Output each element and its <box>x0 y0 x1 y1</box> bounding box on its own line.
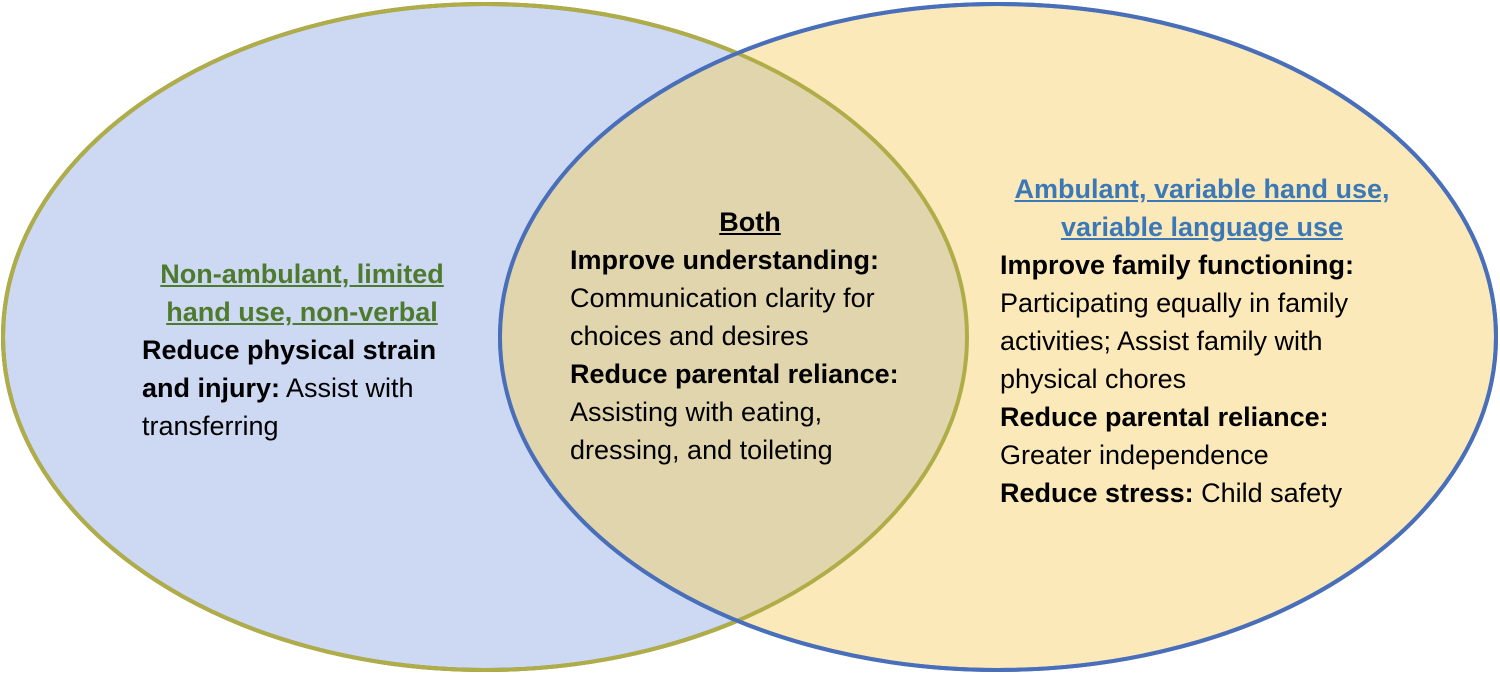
right-item-1-bold: Improve family functioning: <box>1000 250 1355 280</box>
left-item-1-text: Assist with transferring <box>142 373 414 441</box>
right-heading-line2: variable language use <box>1060 212 1344 242</box>
right-heading-line1: Ambulant, variable hand use, <box>1014 174 1390 204</box>
left-item-1: Reduce physical strain and injury: Assis… <box>142 331 462 445</box>
mid-item-2-text: Assisting with eating, dressing, and toi… <box>570 397 833 465</box>
right-item-3-text: Child safety <box>1193 478 1343 508</box>
right-circle-arc <box>498 2 1498 672</box>
mid-item-1-text: Communication clarity for choices and de… <box>570 283 875 351</box>
overlap-region <box>500 4 967 670</box>
right-set-text: Ambulant, variable hand use, variable la… <box>1000 170 1420 512</box>
right-item-2-bold: Reduce parental reliance: <box>1000 402 1329 432</box>
left-item-1-bold: Reduce physical strain and injury: <box>142 335 437 403</box>
right-item-2-text: Greater independence <box>1000 440 1269 470</box>
right-item-3-bold: Reduce stress: <box>1000 478 1194 508</box>
overlap-text: Both Improve understanding: Communicatio… <box>570 203 930 469</box>
mid-item-2-bold: Reduce parental reliance: <box>570 359 899 389</box>
left-circle-arc-in-overlap <box>1 2 969 672</box>
left-heading-line2: hand use, non-verbal <box>166 297 438 327</box>
left-set-text: Non-ambulant, limited hand use, non-verb… <box>142 255 462 445</box>
left-heading-line1: Non-ambulant, limited <box>160 259 444 289</box>
right-item-3: Reduce stress: Child safety <box>1000 474 1420 512</box>
left-set-heading: Non-ambulant, limited hand use, non-verb… <box>142 255 462 331</box>
right-set-heading: Ambulant, variable hand use, variable la… <box>1000 170 1404 246</box>
mid-item-1-bold: Improve understanding: <box>570 245 880 275</box>
right-item-1-text: Participating equally in family activiti… <box>1000 288 1349 394</box>
overlap-heading: Both <box>719 207 781 237</box>
